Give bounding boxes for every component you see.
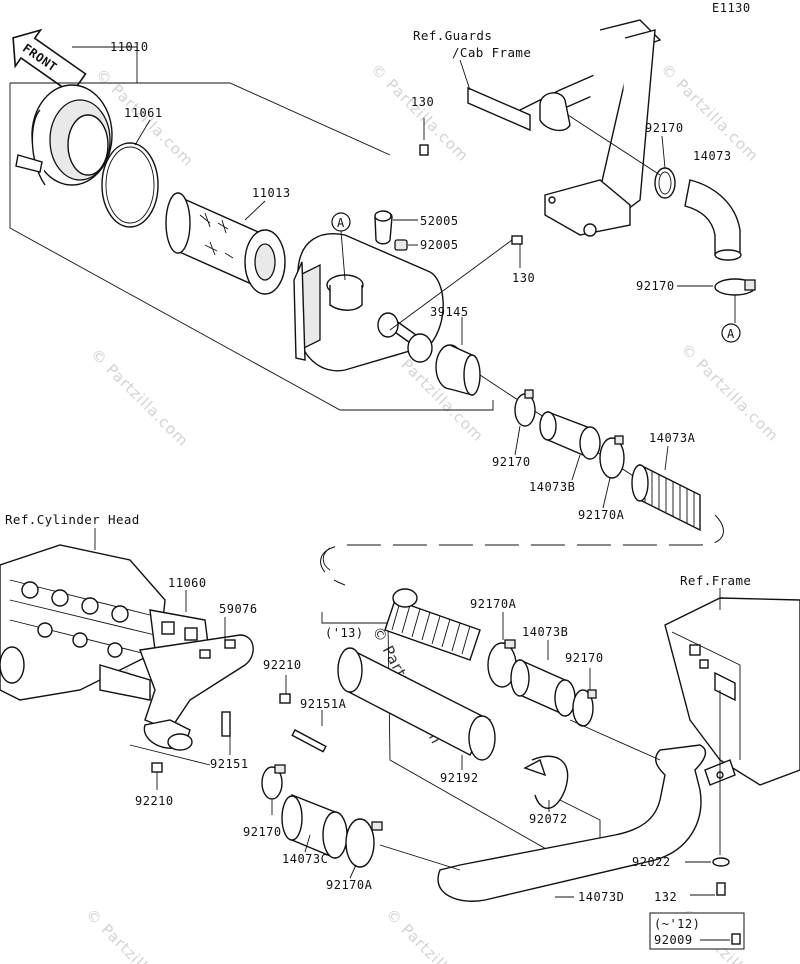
part-label: 52005	[420, 214, 459, 228]
hose-14073A	[631, 463, 701, 532]
watermark: © Partzilla.com	[87, 345, 192, 450]
hose-14073	[684, 179, 742, 261]
part-label: 14073	[693, 149, 732, 163]
clamp-92170-r	[572, 689, 597, 727]
part-label: 92170	[492, 455, 531, 469]
part-labels: 11010 11061 11013 130 130 52005 92005 39…	[110, 40, 732, 947]
part-label: 14073D	[578, 890, 624, 904]
part-label: 14073B	[529, 480, 575, 494]
clamp-92170-mid	[714, 278, 756, 296]
ref-guards-label: Ref.Guards	[413, 28, 492, 43]
serial-12-box	[649, 912, 745, 950]
air-filter-element-11013	[165, 192, 286, 295]
part-label: 92005	[420, 238, 459, 252]
watermark: © Partzilla.com	[382, 905, 487, 964]
intake-manifold-59076	[139, 634, 254, 751]
part-label: 39145	[430, 305, 469, 319]
cylinder-head	[0, 544, 166, 701]
part-label: 14073C	[282, 852, 328, 866]
clamp-92170A-r	[487, 639, 517, 688]
part-label: 92170	[243, 825, 282, 839]
watermark: © Partzilla.com	[677, 340, 782, 445]
hose-14073A-lower	[384, 588, 481, 661]
part-label: 14073A	[649, 431, 696, 445]
clamp-92072	[523, 755, 569, 809]
part-label: 92210	[135, 794, 174, 808]
serial-13-note: ('13)	[325, 626, 364, 640]
air-cleaner-cap	[15, 84, 113, 186]
hose-14073D	[437, 744, 707, 902]
part-label: 11060	[168, 576, 207, 590]
cap-52005	[374, 210, 393, 245]
callout-a-left: A	[331, 212, 351, 281]
part-label: 11010	[110, 40, 149, 54]
nut-92210-a	[279, 675, 291, 704]
clamp-92170A	[599, 435, 625, 479]
part-label: 92170A	[470, 597, 517, 611]
hose-14073B-r	[510, 658, 576, 717]
part-label: 92170A	[578, 508, 625, 522]
part-label: 92072	[529, 812, 568, 826]
part-label: 11013	[252, 186, 291, 200]
part-label: 130	[512, 271, 535, 285]
part-label: 92170	[565, 651, 604, 665]
diagram-code: E1130	[712, 1, 751, 15]
clamp-92170-b	[514, 389, 536, 427]
part-label: 92170	[645, 121, 684, 135]
svg-text:A: A	[337, 216, 345, 230]
stud-92151A	[291, 710, 327, 753]
clamp-92170A-c	[345, 818, 383, 868]
part-label: 92170A	[326, 878, 373, 892]
part-label: 92210	[263, 658, 302, 672]
bolt-130-top	[419, 118, 429, 156]
o-ring-11061	[101, 142, 159, 228]
clamp-92170-c	[261, 764, 286, 800]
part-label: 59076	[219, 602, 258, 616]
part-label: 92170	[636, 279, 675, 293]
part-label: 92192	[440, 771, 479, 785]
part-label: 132	[654, 890, 677, 904]
part-label: 92151A	[300, 697, 347, 711]
cab-frame-structure	[467, 19, 662, 237]
collar-39145	[435, 317, 481, 396]
clamp-92005	[394, 239, 408, 251]
part-label: 92022	[632, 855, 671, 869]
part-label: 11061	[124, 106, 163, 120]
air-cleaner-group-outline	[9, 46, 494, 411]
bolt-132	[690, 882, 726, 896]
hose-14073B	[539, 410, 601, 460]
bolt-130-right	[389, 235, 523, 331]
part-label: 92151	[210, 757, 249, 771]
svg-text:A: A	[727, 327, 735, 341]
ref-cylinder-head-label: Ref.Cylinder Head	[5, 512, 140, 527]
part-label: 130	[411, 95, 434, 109]
air-cleaner-body	[293, 233, 444, 372]
pipe-92192	[337, 647, 496, 761]
ref-frame-label: Ref.Frame	[680, 573, 751, 588]
gasket-11060	[99, 609, 211, 701]
part-label: 92009	[654, 933, 693, 947]
part-label: 14073B	[522, 625, 568, 639]
hose-14073C	[281, 793, 348, 860]
ref-cab-frame-label: /Cab Frame	[452, 45, 531, 60]
washer-92022	[712, 857, 730, 867]
serial-12-note: (~'12)	[654, 917, 700, 931]
nut-92210-b	[151, 762, 163, 790]
watermark: © Partzilla.com	[82, 905, 187, 964]
callout-a-right: A	[721, 323, 741, 343]
stud-92151	[221, 711, 231, 755]
clamp-92170-top	[654, 167, 676, 199]
